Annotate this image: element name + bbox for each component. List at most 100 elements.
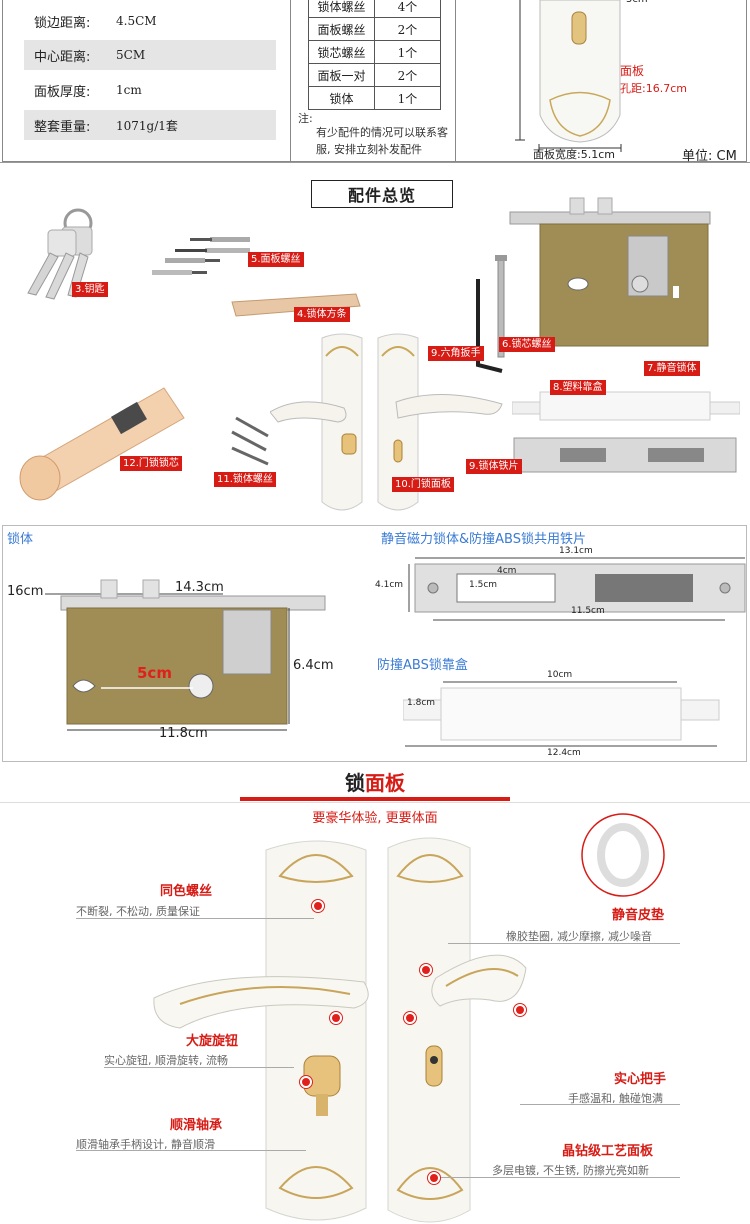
- feature-desc-bearing: 顺滑轴承手柄设计, 静音顺滑: [76, 1138, 215, 1151]
- part-qty: 1个: [374, 86, 441, 110]
- hotspot-handle-icon[interactable]: [514, 1004, 526, 1016]
- dim-box-top: 10cm: [547, 670, 573, 680]
- unit-label: 单位: CM: [682, 149, 737, 164]
- spec-key: 中心距离:: [34, 49, 91, 65]
- lock-body-diagram: [45, 579, 326, 731]
- strike-plate-diagram: [408, 557, 746, 621]
- panel-screws-image: [152, 237, 250, 275]
- lock-body-label: 锁体: [7, 532, 34, 547]
- hotspot-panel-mid-icon[interactable]: [404, 1012, 416, 1024]
- diagram-top-label: 5cm: [626, 0, 648, 5]
- title-underline: [240, 797, 510, 801]
- panel-label: 面板: [620, 64, 645, 78]
- feature-title-rubber: 静音皮垫: [612, 908, 665, 923]
- spec-key: 锁边距离:: [34, 15, 91, 31]
- feature-desc-screw: 不断裂, 不松动, 质量保证: [76, 905, 200, 918]
- faceplate-subtitle: 要豪华体验, 更要体面: [312, 811, 438, 826]
- pointer-line: [76, 1150, 306, 1151]
- dimensions-section: 锁体 静音磁力锁体&防撞ABS锁共用铁片 防撞ABS锁靠盒 16cm 14.3c…: [2, 525, 747, 762]
- pointer-line: [448, 943, 680, 944]
- dim-body-left: 16cm: [7, 584, 44, 599]
- dim-box-bottom: 12.4cm: [547, 748, 581, 758]
- pointer-line: [440, 1177, 680, 1178]
- keys-image: [27, 208, 93, 300]
- hotspot-plating-icon[interactable]: [428, 1172, 440, 1184]
- hotspot-rubber-icon[interactable]: [420, 964, 432, 976]
- tag-silent-lock-body: 7.静音锁体: [644, 361, 700, 376]
- tag-lock-core-screw: 6.锁芯螺丝: [499, 337, 555, 352]
- faceplate-title: 锁面板: [0, 767, 750, 796]
- pointer-line: [76, 918, 314, 919]
- part-qty: 1个: [374, 40, 441, 64]
- tag-square-bar: 4.锁体方条: [294, 307, 350, 322]
- faceplate-title-red: 面板: [365, 771, 405, 795]
- feature-title-knob: 大旋旋钮: [186, 1034, 239, 1049]
- divider: [290, 0, 291, 162]
- tag-keys: 3.钥匙: [72, 282, 108, 297]
- abs-box-title: 防撞ABS锁靠盒: [377, 658, 468, 673]
- hotspot-screw-icon[interactable]: [312, 900, 324, 912]
- faceplate-title-black: 锁: [345, 771, 365, 795]
- dim-box-height: 1.8cm: [407, 698, 436, 708]
- tag-door-panel: 10.门锁面板: [392, 477, 454, 492]
- spec-row-edge-distance: 锁边距离: 4.5CM: [24, 6, 276, 36]
- part-qty: 4个: [374, 0, 441, 18]
- spec-row-center-distance: 中心距离: 5CM: [24, 40, 276, 70]
- panel-diagram: [515, 0, 622, 152]
- feature-desc-rubber: 橡胶垫圈, 减少摩擦, 减少噪音: [506, 930, 652, 943]
- faceplate-image: [153, 837, 527, 1223]
- dim-strike-inner-width: 4cm: [497, 566, 517, 576]
- feature-title-bearing: 顺滑轴承: [170, 1118, 223, 1133]
- note-label: 注:: [298, 112, 313, 125]
- spec-frame: [2, 0, 747, 162]
- part-name: 锁体螺丝: [308, 0, 375, 18]
- dim-strike-total: 13.1cm: [559, 546, 593, 556]
- lock-body-screws-image: [231, 416, 269, 466]
- feature-title-plating: 晶钻级工艺面板: [562, 1144, 654, 1159]
- dim-body-bottom: 11.8cm: [159, 726, 208, 741]
- spec-value: 4.5CM: [116, 14, 157, 28]
- door-panels-image: [270, 333, 503, 511]
- pointer-line: [520, 1104, 680, 1105]
- note-text: 有少配件的情况可以联系客服, 安排立刻补发配件: [316, 126, 448, 156]
- part-qty: 2个: [374, 17, 441, 41]
- spec-key: 整套重量:: [34, 119, 91, 135]
- spec-row-thickness: 面板厚度: 1cm: [24, 75, 276, 105]
- pointer-line: [104, 1067, 294, 1068]
- strike-box-image: [512, 391, 740, 473]
- tag-lock-cylinder: 12.门锁锁芯: [120, 456, 182, 471]
- hex-wrench-image: [476, 255, 507, 373]
- hotspot-bearing-icon[interactable]: [300, 1076, 312, 1088]
- feature-title-screw: 同色螺丝: [160, 884, 213, 899]
- rubber-ring-image: [581, 813, 665, 897]
- part-name: 面板一对: [308, 63, 375, 87]
- feature-desc-handle: 手感温和, 触碰饱满: [568, 1092, 663, 1105]
- spec-value: 1cm: [116, 83, 142, 97]
- dim-strike-height: 4.1cm: [375, 580, 404, 590]
- dim-body-top: 14.3cm: [175, 580, 224, 595]
- panel-width-label: 面板宽度:5.1cm: [533, 148, 615, 161]
- dim-body-center: 5cm: [137, 664, 172, 682]
- strike-title: 静音磁力锁体&防撞ABS锁共用铁片: [381, 532, 586, 547]
- tag-plastic-box: 8.塑料靠盒: [550, 380, 606, 395]
- dim-strike-inner-height: 1.5cm: [469, 580, 498, 590]
- feature-desc-knob: 实心旋钮, 顺滑旋转, 流畅: [104, 1054, 228, 1067]
- overview-title: 配件总览: [311, 180, 453, 208]
- part-qty: 2个: [374, 63, 441, 87]
- feature-desc-plating: 多层电镀, 不生锈, 防擦光亮如新: [492, 1164, 649, 1177]
- abs-box-diagram: [403, 681, 720, 747]
- divider: [455, 0, 456, 162]
- part-name: 锁体: [308, 86, 375, 110]
- spec-section: 锁边距离: 4.5CM 中心距离: 5CM 面板厚度: 1cm 整套重量: 10…: [0, 0, 750, 164]
- dim-body-right: 6.4cm: [293, 658, 334, 673]
- title-rule: [0, 802, 750, 803]
- hotspot-knob-icon[interactable]: [330, 1012, 342, 1024]
- spec-value: 1071g/1套: [116, 118, 178, 133]
- dim-strike-holes: 11.5cm: [571, 606, 605, 616]
